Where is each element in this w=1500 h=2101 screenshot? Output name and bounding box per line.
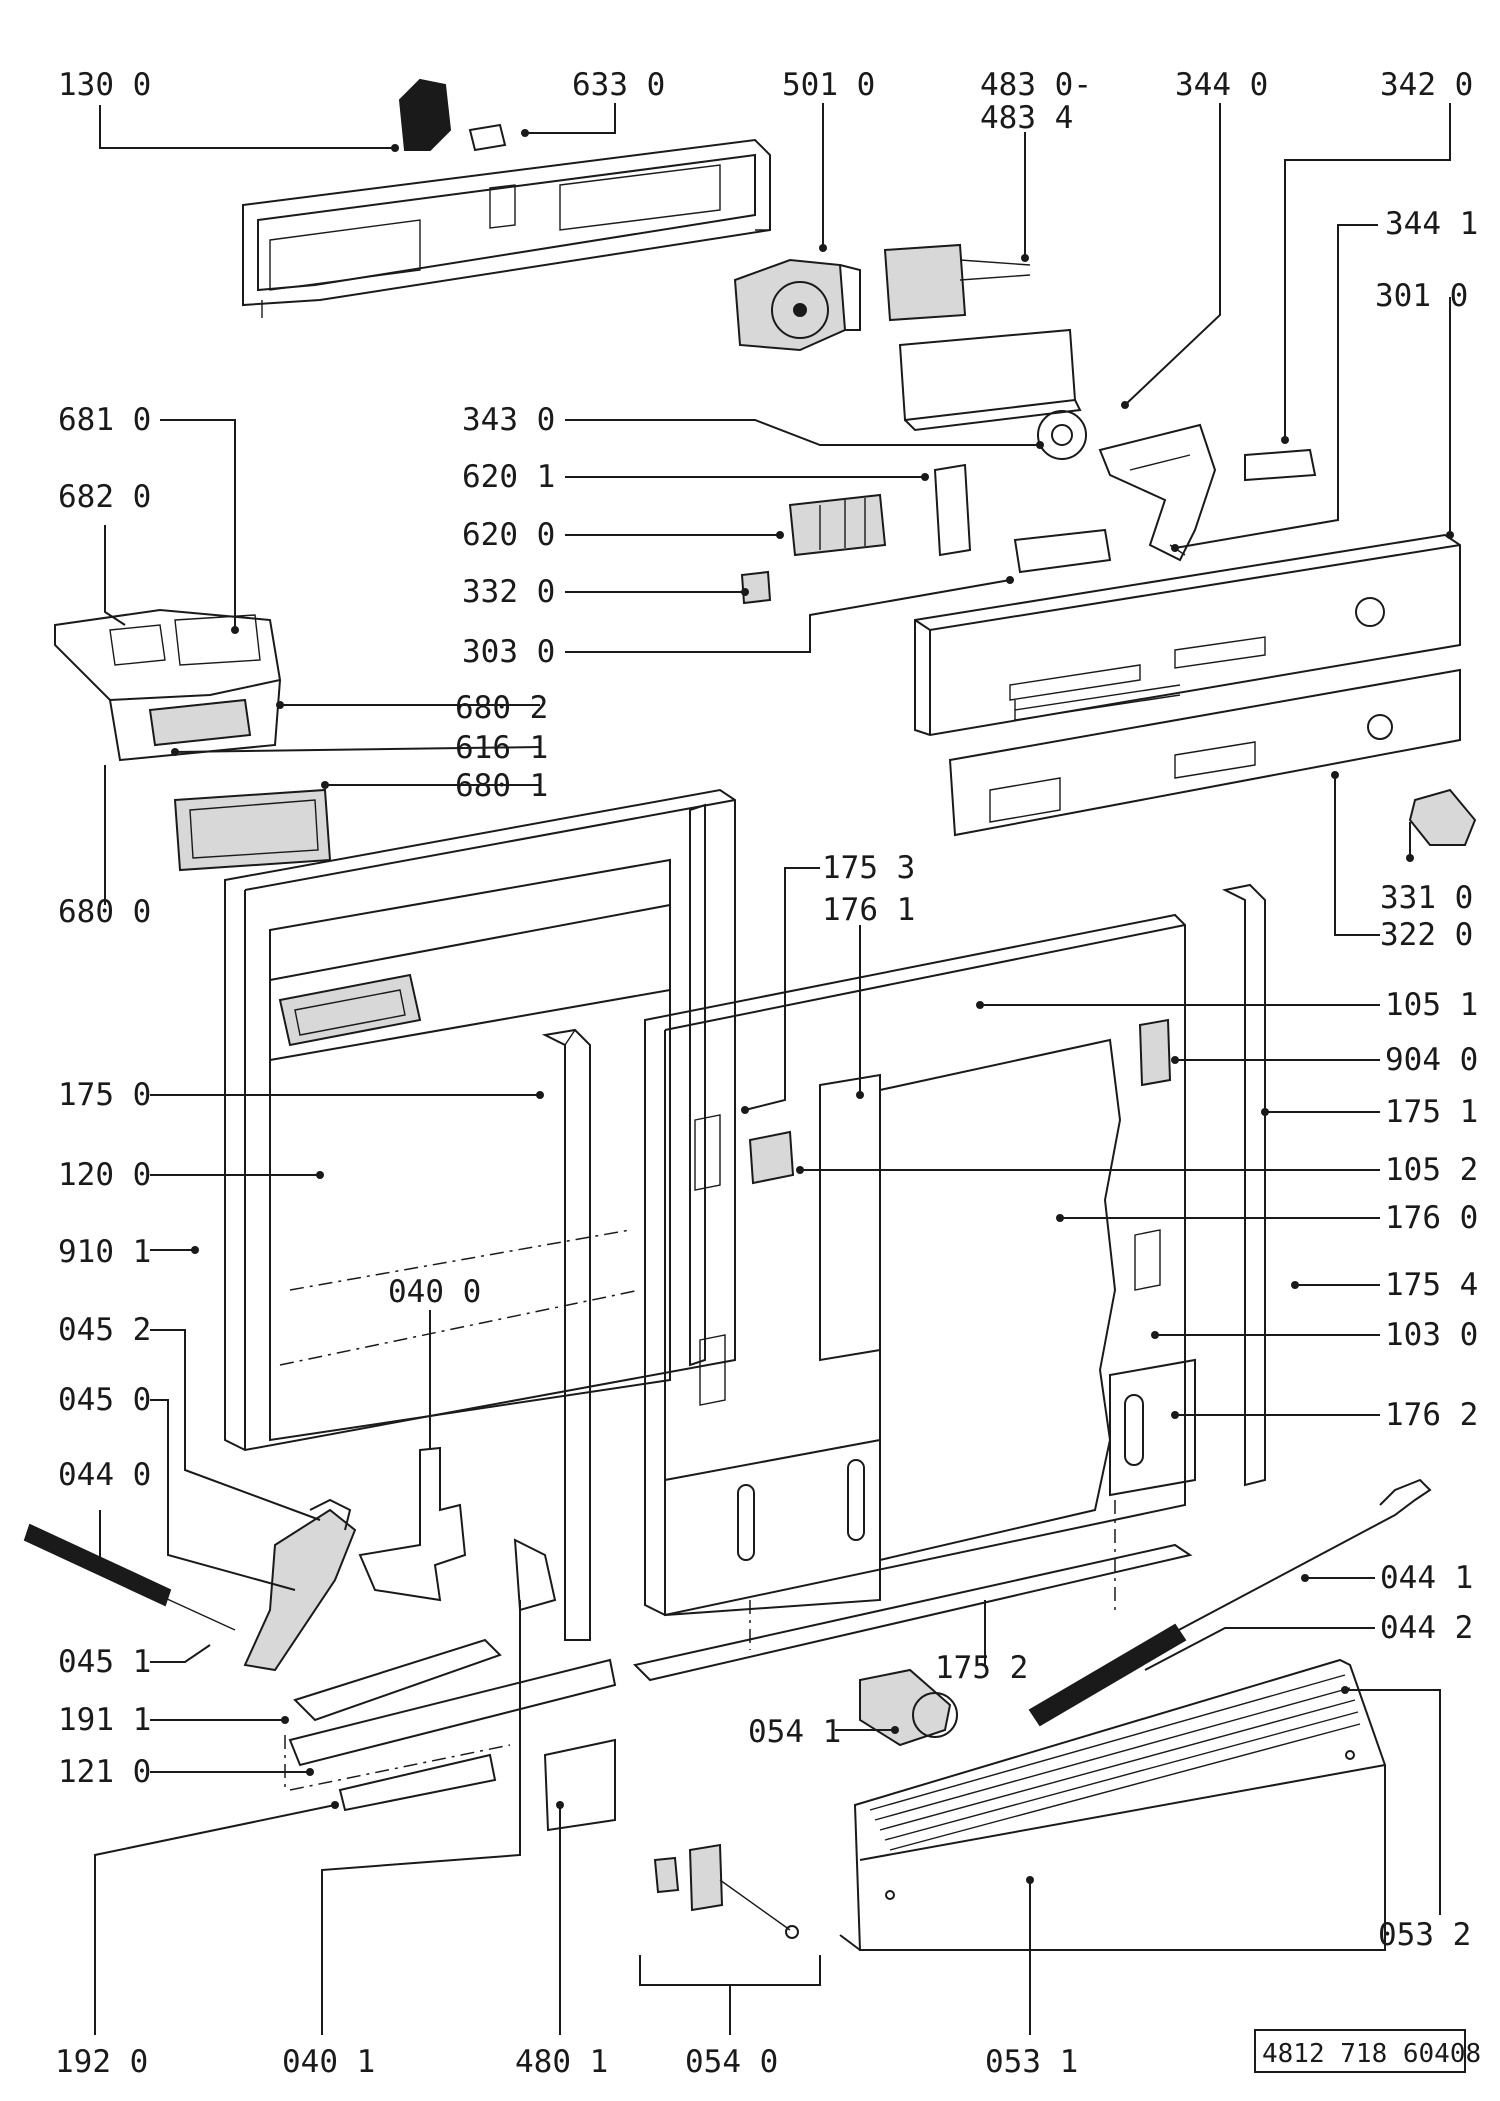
callout-label: 175 0 (58, 1077, 151, 1113)
control-box (54, 608, 332, 872)
callout-label: 192 0 (55, 2044, 148, 2080)
callout-label: 680 1 (455, 768, 548, 804)
callout-label: 680 0 (58, 894, 151, 930)
callout-label: 904 0 (1385, 1042, 1478, 1078)
callout-label: 682 0 (58, 479, 151, 515)
callout-label: 053 2 (1378, 1917, 1471, 1953)
callout-label: 331 0 (1380, 880, 1473, 916)
callout-label: 616 1 (455, 730, 548, 766)
callout-label: 044 1 (1380, 1560, 1473, 1596)
document-code-text: 4812 718 60408 (1262, 2039, 1481, 2069)
callout-label: 175 3 (822, 850, 915, 886)
callout-label: 322 0 (1380, 917, 1473, 953)
top-console-rail (242, 78, 771, 318)
leader-dots (171, 129, 1454, 1884)
callout-label: 040 0 (388, 1274, 481, 1310)
callout-label: 633 0 (572, 67, 665, 103)
callout-label: 044 0 (58, 1457, 151, 1493)
switch-group (740, 463, 1112, 605)
handle-knob (859, 1668, 958, 1747)
callout-label: 480 1 (515, 2044, 608, 2080)
callout-label: 176 2 (1385, 1397, 1478, 1433)
outer-door-frame (224, 788, 736, 1452)
callout-label: 681 0 (58, 402, 151, 438)
callout-label: 175 4 (1385, 1267, 1478, 1303)
counterweight-spring (1028, 1478, 1432, 1727)
callout-label: 620 1 (462, 459, 555, 495)
control-panel (914, 533, 1477, 846)
leader-lines (94, 103, 1451, 2035)
callout-label: 301 0 (1375, 278, 1468, 314)
hinge-assembly (23, 1446, 617, 1832)
callout-label: 483 4 (980, 100, 1073, 136)
programmer-motor (733, 243, 1082, 432)
callout-label: 175 1 (1385, 1094, 1478, 1130)
side-strip-right (1221, 883, 1266, 1487)
callout-label: 045 0 (58, 1382, 151, 1418)
callout-label: 303 0 (462, 634, 555, 670)
bottom-rail (633, 1500, 1193, 1682)
callout-label: 501 0 (782, 67, 875, 103)
callout-label: 053 1 (985, 2044, 1078, 2080)
callout-label: 176 0 (1385, 1200, 1478, 1236)
callout-label: 054 0 (685, 2044, 778, 2080)
callout-label: 483 0- (980, 67, 1092, 103)
clip-set (653, 1843, 799, 1939)
callout-label: 103 0 (1385, 1317, 1478, 1353)
callout-labels: 130 0 633 0 501 0 483 0- 483 4 344 0 342… (55, 67, 1478, 2080)
callout-label: 910 1 (58, 1234, 151, 1270)
callout-label: 121 0 (58, 1754, 151, 1790)
callout-label: 620 0 (462, 517, 555, 553)
document-code: 4812 718 60408 (1254, 2029, 1481, 2073)
callout-label: 044 2 (1380, 1610, 1473, 1646)
callout-label: 105 2 (1385, 1152, 1478, 1188)
callout-label: 343 0 (462, 402, 555, 438)
callout-label: 344 0 (1175, 67, 1268, 103)
door-spring-bracket (1037, 410, 1317, 562)
callout-label: 342 0 (1380, 67, 1473, 103)
parts-drawing (23, 78, 1477, 1951)
callout-label: 191 1 (58, 1702, 151, 1738)
callout-label: 130 0 (58, 67, 151, 103)
callout-label: 045 1 (58, 1644, 151, 1680)
callout-label: 175 2 (935, 1650, 1028, 1686)
callout-label: 040 1 (282, 2044, 375, 2080)
callout-label: 332 0 (462, 574, 555, 610)
callout-label: 105 1 (1385, 987, 1478, 1023)
callout-label: 176 1 (822, 892, 915, 928)
callout-label: 680 2 (455, 690, 548, 726)
callout-label: 054 1 (748, 1714, 841, 1750)
side-strip-left (541, 1028, 591, 1641)
kick-plate (839, 1658, 1386, 1951)
callout-label: 120 0 (58, 1157, 151, 1193)
callout-label: 045 2 (58, 1312, 151, 1348)
callout-label: 344 1 (1385, 206, 1478, 242)
inner-door-panel (644, 913, 1196, 1617)
